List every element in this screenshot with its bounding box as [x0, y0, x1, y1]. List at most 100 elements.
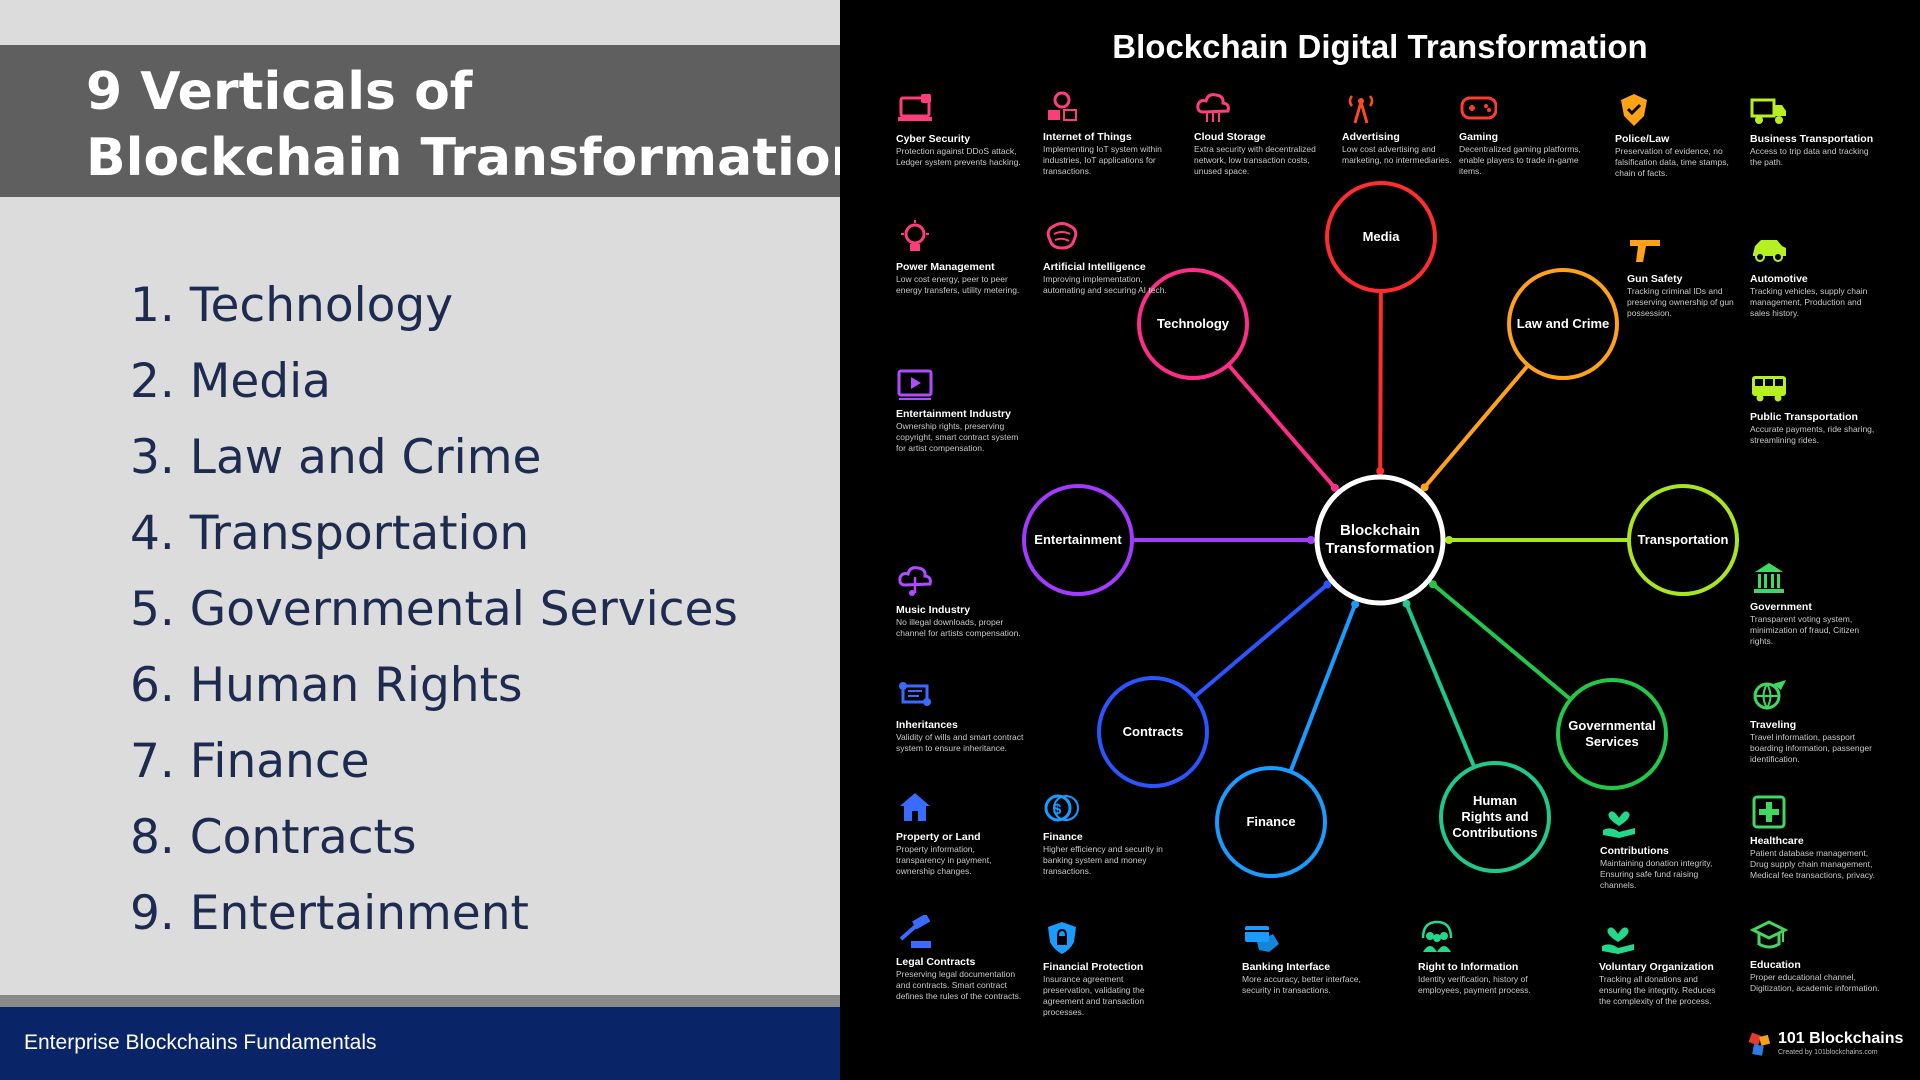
feature-description: Transparent voting system, minimization …: [1750, 614, 1860, 646]
feature-description: Preservation of evidence, no falsificati…: [1615, 146, 1729, 178]
connector-technology: [1226, 363, 1337, 490]
vertical-item: 2. Media: [130, 354, 331, 409]
truck-icon: [1750, 92, 1880, 132]
node-label-line: Technology: [1157, 316, 1229, 331]
connector-governmental-services: [1431, 582, 1572, 701]
footer-text: Enterprise Blockchains Fundamentals: [24, 1031, 377, 1054]
coins-icon: $: [1043, 790, 1173, 830]
node-label-line: Law and Crime: [1516, 316, 1610, 331]
brand-logo: 101 Blockchains Created by 101blockchain…: [1744, 1028, 1914, 1062]
music-cloud-icon: [896, 563, 1026, 603]
feature-title: Inheritances: [896, 719, 958, 731]
hub-center-line: Transformation: [1325, 540, 1435, 557]
connector-human-rights: [1404, 602, 1477, 768]
brand-name: 101 Blockchains: [1778, 1030, 1904, 1047]
slide-title: 9 Verticals of Blockchain Transformation: [86, 59, 868, 191]
feature-title: Music Industry: [896, 604, 971, 616]
node-label-line: Contributions: [1452, 825, 1538, 840]
house-icon: [896, 790, 1026, 830]
feature-description: Property information, transparency in pa…: [896, 844, 992, 876]
node-label-media: Media: [1363, 229, 1400, 245]
iot-devices-icon: [1043, 90, 1173, 130]
feature-description: No illegal downloads, proper channel for…: [896, 617, 1021, 638]
gun-icon: [1627, 232, 1757, 272]
medical-cross-icon: [1750, 794, 1880, 834]
feature-title: Voluntary Organization: [1599, 961, 1714, 973]
node-human-rights: [1439, 761, 1551, 873]
feature-description: Tracking vehicles, supply chain manageme…: [1750, 286, 1868, 318]
node-label-transportation: Transportation: [1637, 532, 1728, 548]
connector-contracts: [1192, 583, 1329, 699]
feature-description: Implementing IoT system within industrie…: [1043, 144, 1162, 176]
feature-title: Traveling: [1750, 719, 1797, 731]
feature-title: Finance: [1043, 831, 1083, 843]
node-label-line: Entertainment: [1034, 532, 1122, 547]
node-entertainment: [1022, 484, 1134, 596]
slide-title-line-1: 9 Verticals of: [86, 62, 473, 122]
vertical-item: 3. Law and Crime: [130, 430, 542, 485]
node-governmental-services: [1556, 678, 1668, 790]
feature-description: Maintaining donation integrity, Ensuring…: [1600, 858, 1713, 890]
title-band: 9 Verticals of Blockchain Transformation: [0, 45, 868, 197]
vertical-item: 6. Human Rights: [130, 658, 523, 713]
node-technology: [1137, 268, 1249, 380]
connector-dot: [1351, 600, 1360, 609]
feature-description: Tracking all donations and ensuring the …: [1599, 974, 1716, 1006]
feature-title: Right to Information: [1418, 961, 1519, 973]
globe-plane-icon: [1750, 678, 1880, 718]
connector-dot: [1323, 580, 1332, 589]
node-finance: [1215, 766, 1327, 878]
connector-dot: [1402, 599, 1411, 608]
vertical-item: 1. Technology: [130, 278, 454, 333]
hand-heart-icon: [1599, 920, 1729, 960]
node-label-line: Rights and: [1461, 809, 1529, 824]
connector-dot: [1445, 536, 1453, 544]
node-label-line: Transportation: [1637, 532, 1729, 547]
top-strip: [0, 0, 840, 45]
footer-divider: [0, 995, 840, 1007]
hub-center-line: Blockchain: [1339, 522, 1421, 539]
feature-title: Internet of Things: [1043, 131, 1132, 143]
node-label-entertainment: Entertainment: [1034, 532, 1121, 548]
gamepad-icon: [1459, 90, 1589, 130]
feature-description: More accuracy, better interface, securit…: [1242, 974, 1361, 995]
feature-title: Cloud Storage: [1194, 131, 1266, 143]
feature-description: Improving implementation, automating and…: [1043, 274, 1167, 295]
feature-title: Contributions: [1600, 845, 1669, 857]
graduation-cap-icon: [1749, 918, 1880, 958]
vertical-item: 4. Transportation: [130, 506, 530, 561]
feature-title: Power Management: [896, 261, 995, 273]
feature-title: Gun Safety: [1627, 273, 1683, 285]
lightbulb-icon: [896, 220, 1026, 260]
vertical-item: 9. Entertainment: [130, 886, 529, 941]
feature-title: Property or Land: [896, 831, 981, 843]
feature-title: Gaming: [1459, 131, 1499, 143]
node-media: [1325, 181, 1437, 293]
node-label-contracts: Contracts: [1123, 724, 1184, 740]
node-label-line: Services: [1585, 734, 1639, 749]
feature-description: Low cost advertising and marketing, no i…: [1342, 144, 1452, 165]
slide-panel: 9 Verticals of Blockchain Transformation…: [0, 0, 868, 1080]
antenna-icon: [1342, 90, 1472, 130]
